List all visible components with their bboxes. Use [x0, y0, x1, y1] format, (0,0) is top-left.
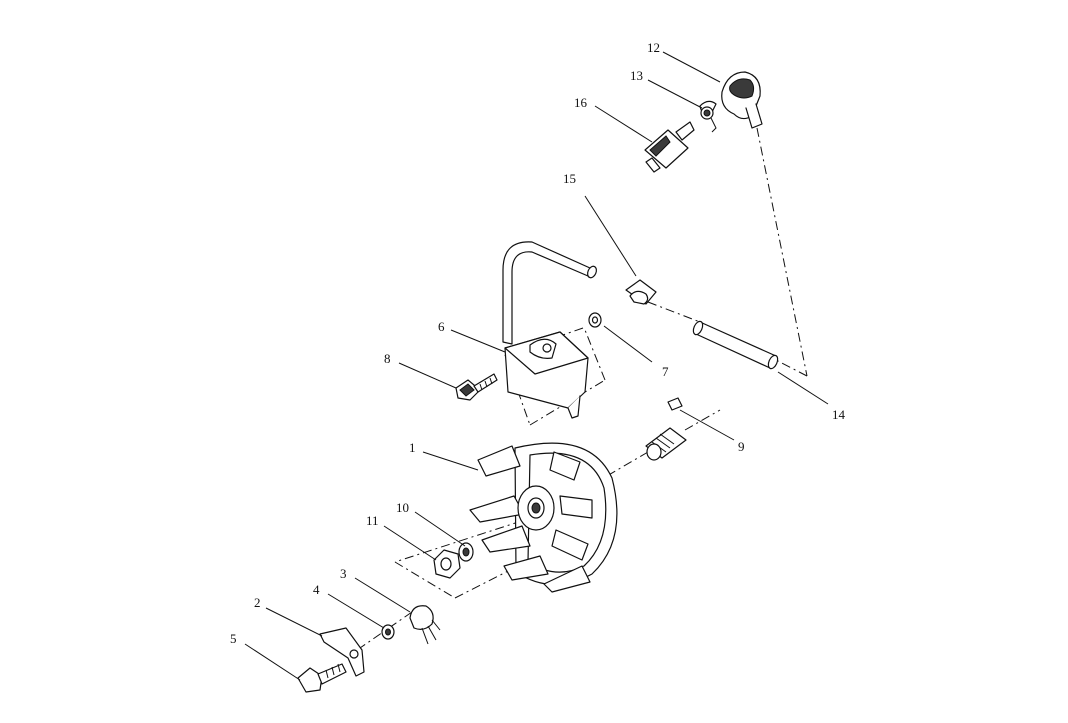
callout-13: 13 [630, 68, 643, 83]
callout-12: 12 [647, 40, 660, 55]
connector-plug [645, 397, 687, 461]
callout-14: 14 [832, 407, 846, 422]
lead-clip [625, 279, 657, 305]
flywheel [469, 442, 618, 593]
coil-screw [455, 373, 498, 401]
coil-washer [588, 312, 602, 328]
callout-16: 16 [574, 95, 588, 110]
lead-sleeve [692, 320, 779, 370]
leader-lines [244, 51, 829, 681]
callout-6: 6 [438, 319, 445, 334]
terminal-spring [700, 106, 717, 133]
pawl-spring [409, 605, 441, 645]
callout-15: 15 [563, 171, 576, 186]
callout-2: 2 [254, 595, 261, 610]
callout-3: 3 [340, 566, 347, 581]
spark-plug-boot [699, 71, 763, 129]
flywheel-nut [433, 549, 461, 579]
pawl-washer [381, 624, 395, 640]
starter-pawl [319, 627, 365, 677]
ignition-coil [502, 241, 597, 419]
callout-9: 9 [738, 439, 745, 454]
callout-5: 5 [230, 631, 237, 646]
callout-11: 11 [366, 513, 379, 528]
callout-8: 8 [384, 351, 391, 366]
callout-7: 7 [662, 364, 669, 379]
callout-1: 1 [409, 440, 416, 455]
flywheel-washer [458, 542, 474, 562]
callout-10: 10 [396, 500, 409, 515]
callout-labels: 12 13 16 15 6 7 8 14 9 1 10 11 3 4 2 5 [230, 40, 846, 646]
pawl-bolt [297, 663, 347, 693]
spark-plug [644, 121, 695, 173]
callout-4: 4 [313, 582, 320, 597]
